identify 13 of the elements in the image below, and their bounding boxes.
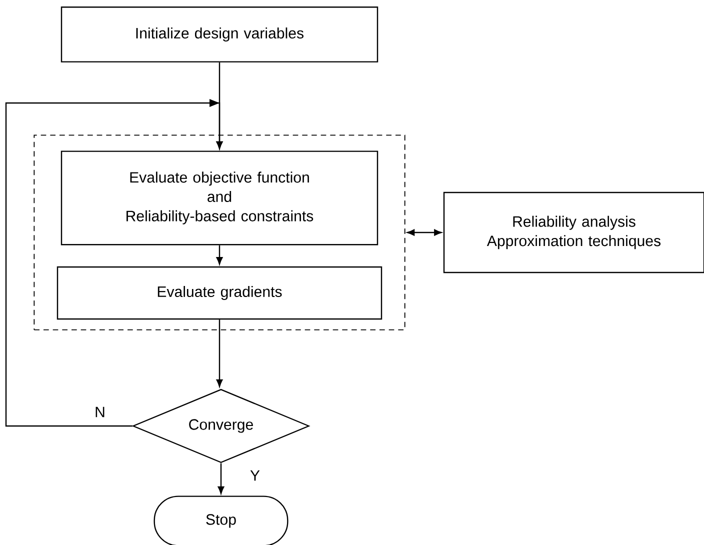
process-box: Initialize design variables [60, 6, 378, 62]
process-box: Evaluate gradients [56, 266, 382, 320]
edge-label: Y [248, 468, 262, 482]
terminator-box: Stop [154, 496, 288, 545]
arrow [216, 245, 223, 265]
process-box: Reliability analysis Approximation techniques [443, 192, 704, 274]
edge-label: N [93, 405, 107, 418]
arrow [5, 99, 223, 427]
arrow [407, 229, 442, 236]
arrow [216, 320, 223, 387]
process-box: Evaluate objective function and Reliability-based constraints [60, 150, 378, 246]
arrow [218, 463, 224, 494]
dashed-group-box [34, 134, 406, 330]
